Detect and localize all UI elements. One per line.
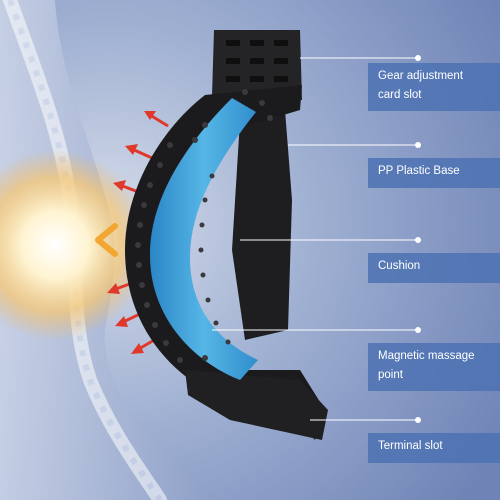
leader-dot-icon [415,417,421,423]
arrow-icon [125,144,153,160]
support-bar [232,110,292,340]
callout-magnetic-point: Magnetic massage point [368,343,500,391]
callout-text: PP Plastic Base [378,165,460,177]
callout-text: card slot [378,89,422,101]
gear-card-slot [212,30,302,100]
callout-text: Magnetic massage [378,350,475,362]
magnetic-points [135,89,273,363]
cushion [150,98,258,380]
leader-dot-icon [415,55,421,61]
callout-text: Terminal slot [378,440,443,452]
chevron-left-icon [95,223,118,257]
callout-pp-base: PP Plastic Base [368,158,500,188]
callout-gear-slot: Gear adjustment card slot [368,63,500,111]
stretcher-base [125,30,328,440]
leader-dot-icon [415,327,421,333]
callout-cushion: Cushion [368,253,500,283]
terminal-slot [185,370,328,440]
callout-text: point [378,369,403,381]
callout-terminal-slot: Terminal slot [368,433,500,463]
leader-dot-icon [415,142,421,148]
arrow-icon [144,111,169,128]
callout-text: Cushion [378,260,421,272]
leader-dot-icon [415,237,421,243]
callout-text: Gear adjustment [378,70,464,82]
leader-lines [212,55,421,423]
